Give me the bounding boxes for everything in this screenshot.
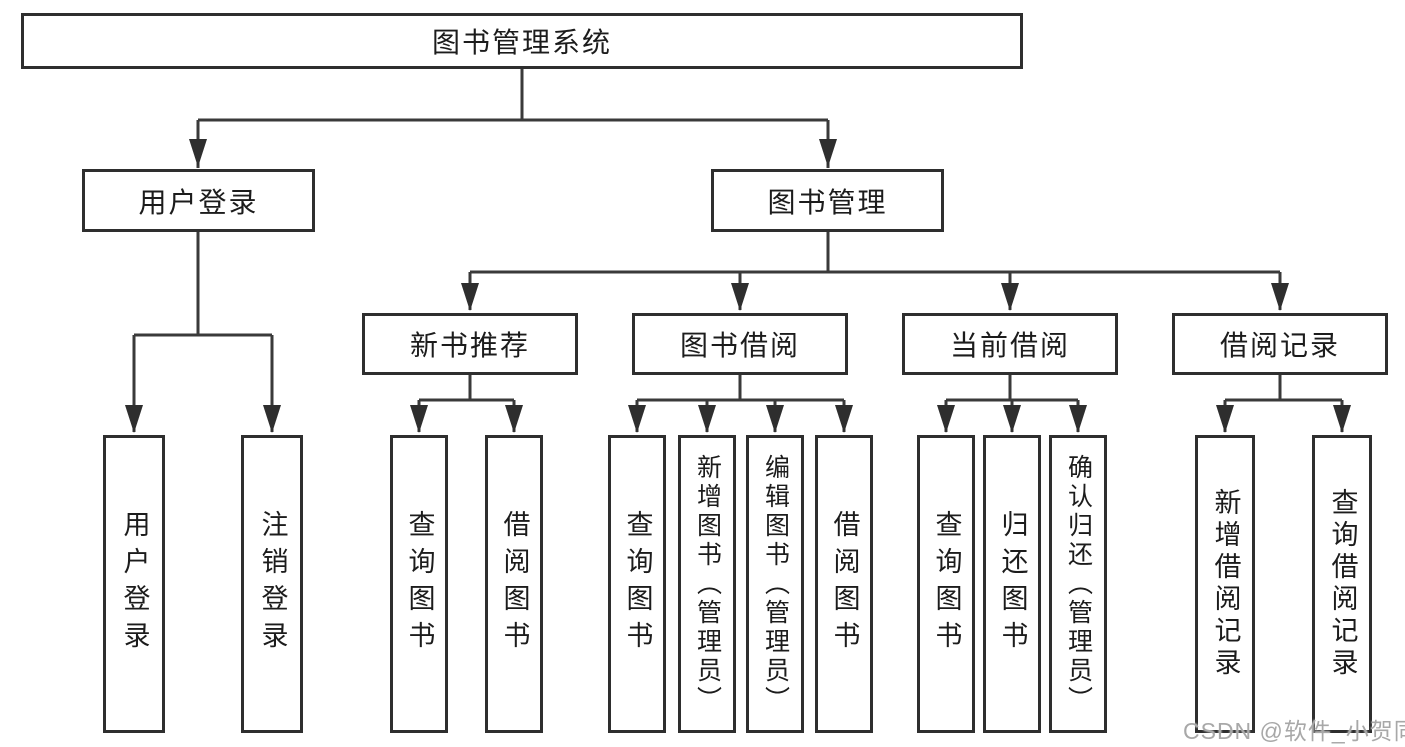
node-borrow-records: 借阅记录	[1172, 313, 1388, 375]
leaf-return-book: 归还图书	[983, 435, 1041, 733]
node-label: 查询图书	[404, 510, 435, 658]
leaf-logout: 注销登录	[241, 435, 303, 733]
arrowhead	[1001, 283, 1019, 311]
node-label: 用户登录	[119, 510, 150, 658]
leaf-add-book-admin: 新增图书（管理员）	[678, 435, 736, 733]
arrowhead	[766, 405, 784, 433]
node-current-borrow: 当前借阅	[902, 313, 1118, 375]
node-label: 新增借阅记录	[1210, 488, 1241, 680]
node-label: 借阅记录	[1219, 330, 1340, 361]
leaf-borrow-books-2: 借阅图书	[815, 435, 873, 733]
arrowhead	[1271, 283, 1289, 311]
arrowhead	[1069, 405, 1087, 433]
node-user-login-branch: 用户登录	[82, 169, 315, 232]
leaf-query-books-2: 查询图书	[608, 435, 666, 733]
node-label: 新增图书（管理员）	[693, 453, 722, 715]
node-book-borrow: 图书借阅	[632, 313, 848, 375]
node-root: 图书管理系统	[21, 13, 1023, 69]
node-label: 图书借阅	[679, 330, 800, 361]
node-new-book-recommend: 新书推荐	[362, 313, 578, 375]
arrowhead	[461, 283, 479, 311]
arrowhead	[731, 283, 749, 311]
node-label: 查询图书	[931, 510, 962, 658]
leaf-query-borrow-record: 查询借阅记录	[1312, 435, 1372, 733]
leaf-query-books-3: 查询图书	[917, 435, 975, 733]
node-label: 新书推荐	[409, 330, 530, 361]
node-label: 注销登录	[257, 510, 288, 658]
node-label: 图书管理系统	[431, 27, 612, 58]
node-label: 归还图书	[997, 510, 1028, 658]
arrowhead	[189, 139, 207, 167]
node-label: 图书管理	[767, 186, 888, 218]
arrowhead	[505, 405, 523, 433]
arrowhead	[1216, 405, 1234, 433]
leaf-query-books-1: 查询图书	[390, 435, 448, 733]
arrowhead	[125, 405, 143, 433]
arrowhead	[1333, 405, 1351, 433]
node-label: 当前借阅	[949, 330, 1070, 361]
node-label: 用户登录	[138, 186, 259, 218]
leaf-confirm-return-admin: 确认归还（管理员）	[1049, 435, 1107, 733]
leaf-edit-book-admin: 编辑图书（管理员）	[746, 435, 804, 733]
node-label: 编辑图书（管理员）	[761, 453, 790, 715]
leaf-borrow-books-1: 借阅图书	[485, 435, 543, 733]
watermark: CSDN @软件_小贺同学	[1183, 718, 1405, 744]
leaf-add-borrow-record: 新增借阅记录	[1195, 435, 1255, 733]
arrowhead	[1003, 405, 1021, 433]
node-label: 借阅图书	[499, 510, 530, 658]
node-label: 确认归还（管理员）	[1064, 453, 1093, 715]
arrowhead	[263, 405, 281, 433]
node-label: 借阅图书	[829, 510, 860, 658]
arrowhead	[937, 405, 955, 433]
leaf-user-login: 用户登录	[103, 435, 165, 733]
node-book-management-branch: 图书管理	[711, 169, 944, 232]
arrowhead	[410, 405, 428, 433]
node-label: 查询借阅记录	[1327, 488, 1358, 680]
node-label: 查询图书	[622, 510, 653, 658]
arrowhead	[698, 405, 716, 433]
arrowhead	[819, 139, 837, 167]
arrowhead	[835, 405, 853, 433]
arrowhead	[628, 405, 646, 433]
